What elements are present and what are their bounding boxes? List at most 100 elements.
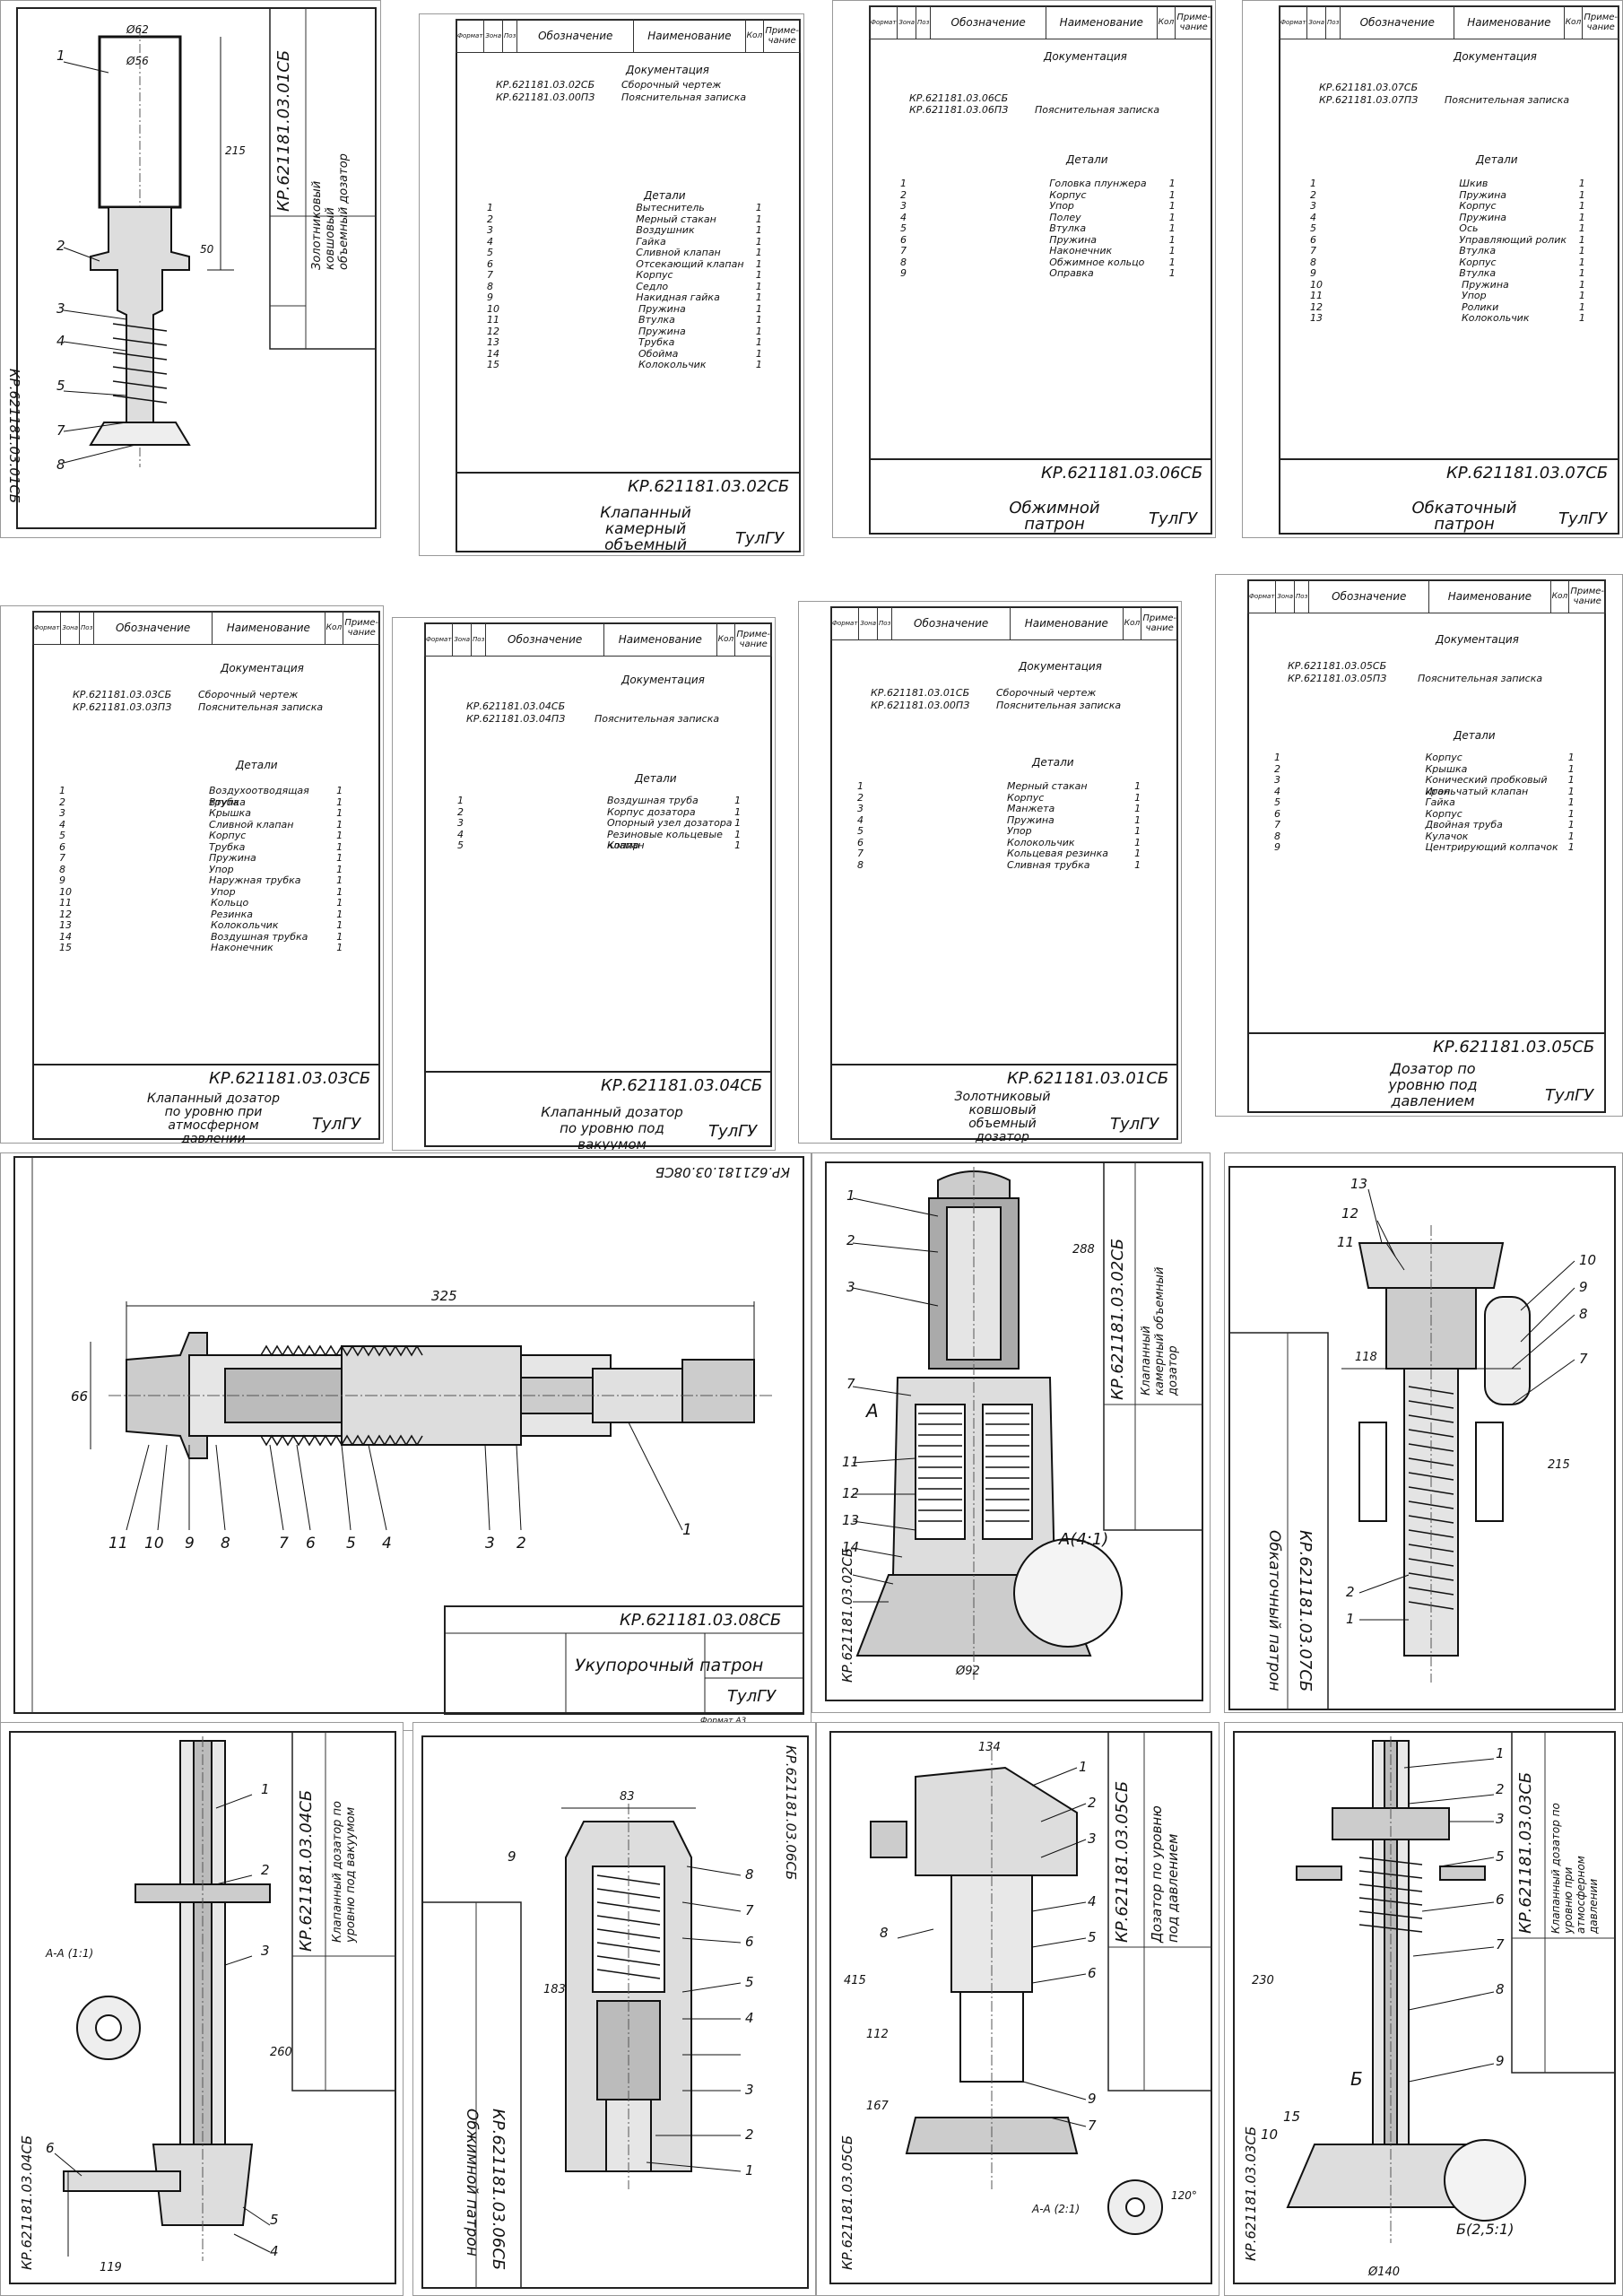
spec-part-pos: 8: [1310, 256, 1316, 268]
spec-part-pos: 1: [1310, 178, 1316, 189]
spec-part-name: Воздухоотводящая труба: [209, 785, 309, 808]
balloon-8: 8: [880, 1925, 889, 1941]
spec-03-doc-2-code: КР.621181.03.03ПЗ: [73, 701, 172, 713]
spec-part-name: Втулка: [1459, 245, 1497, 257]
balloon-3: 3: [261, 1943, 270, 1959]
spec-part-name: Колокольчик: [638, 359, 707, 370]
dim-50: 50: [200, 243, 214, 256]
spec-05-doc-1-code: КР.621181.03.05СБ: [1288, 660, 1387, 672]
balloon-12: 12: [1341, 1205, 1359, 1222]
spec-part-name: Седло: [636, 280, 669, 292]
spec-part-qty: 1: [336, 852, 343, 864]
spec-part-name: Мерный стакан: [1007, 780, 1088, 792]
spec-part-qty: 1: [1134, 825, 1141, 837]
balloon-11: 11: [1337, 1234, 1355, 1250]
balloon-9: 9: [508, 1848, 516, 1865]
spec-part-name: Пружина: [1049, 233, 1098, 246]
balloon-2: 2: [261, 1862, 270, 1878]
spec-part-qty: 1: [755, 291, 762, 303]
spec-part-name: Конический пробковый кран: [1425, 774, 1548, 797]
spec-07-details-header: Детали: [1476, 153, 1518, 166]
spec-01-doc-2-code: КР.621181.03.00ПЗ: [871, 700, 970, 711]
balloon-4: 4: [382, 1535, 392, 1552]
spec-part-qty: 1: [336, 840, 343, 853]
drawing-02-code: КР.621181.03.02СБ: [1108, 1238, 1127, 1400]
spec-part-pos: 2: [487, 213, 493, 225]
spec-06-doc-2-code: КР.621181.03.06ПЗ: [909, 104, 1009, 116]
spec-part-qty: 1: [1134, 791, 1141, 804]
spec-part-pos: 5: [857, 825, 864, 837]
spec-part-qty: 1: [1578, 200, 1585, 212]
spec-part-qty: 1: [1134, 780, 1141, 792]
spec-part-pos: 3: [1274, 774, 1280, 786]
balloon-9: 9: [1579, 1279, 1588, 1295]
spec-part-name: Наружная трубка: [209, 874, 301, 886]
spec-part-qty: 1: [1578, 290, 1585, 301]
spec-part-name: Воздушная трубка: [211, 930, 308, 943]
balloon-1: 1: [261, 1781, 270, 1797]
spec-part-qty: 1: [1578, 222, 1585, 234]
spec-part-qty: 1: [1567, 774, 1575, 786]
spec-part-pos: 8: [59, 863, 65, 875]
balloon-7: 7: [846, 1376, 855, 1392]
spec-part-pos: 12: [59, 908, 72, 920]
spec-01-title: Золотниковый ковшовый объемный дозатор: [954, 1090, 1051, 1144]
spec-part-qty: 1: [336, 785, 343, 796]
spec-part-pos: 13: [1310, 312, 1323, 324]
spec-part-name: Упор: [1049, 200, 1074, 212]
spec-part-pos: 1: [900, 178, 907, 189]
spec-part-pos: 14: [487, 347, 499, 360]
spec-part-pos: 11: [487, 314, 499, 326]
spec-part-name: Шкив: [1459, 178, 1488, 189]
balloon-4: 4: [270, 2243, 279, 2259]
balloon-7: 7: [56, 422, 65, 439]
spec-part-pos: 10: [487, 302, 499, 315]
spec-part-qty: 1: [336, 897, 343, 909]
spec-part-pos: 5: [900, 222, 907, 234]
spec-05-code: КР.621181.03.05СБ: [1433, 1038, 1595, 1057]
drawing-02-graphic: [825, 1161, 1203, 1701]
spec-part-name: Втулка: [1459, 267, 1497, 279]
spec-part-pos: 7: [1310, 245, 1316, 257]
spec-part-qty: 1: [734, 828, 742, 840]
spec-part-name: Головка плунжера: [1049, 178, 1147, 189]
spec-part-qty: 1: [755, 202, 762, 213]
drawing-04-title: Клапанный дозатор по уровню под вакуумом: [331, 1801, 358, 1943]
spec-part-qty: 1: [1168, 222, 1176, 234]
dim-83: 83: [620, 1790, 635, 1804]
spec-part-name: Упор: [1462, 290, 1487, 301]
drawing-04-code: КР.621181.03.04СБ: [297, 1789, 316, 1952]
spec-part-name: Опорный узел дозатора: [607, 817, 733, 829]
balloon-2: 2: [56, 238, 65, 254]
spec-part-qty: 1: [1134, 803, 1141, 814]
drawing-03-code: КР.621181.03.03СБ: [1516, 1771, 1535, 1934]
spec-07-code: КР.621181.03.07СБ: [1446, 464, 1609, 483]
spec-04-doc-2-name: Пояснительная записка: [595, 713, 720, 725]
spec-part-name: Отсекающий клапан: [636, 257, 744, 270]
balloon-5: 5: [56, 378, 65, 394]
drawing-04-graphic: [9, 1731, 396, 2284]
spec-part-qty: 1: [1168, 178, 1176, 189]
drawing-06-title: Обжимной патрон: [463, 2109, 481, 2257]
spec-part-pos: 9: [900, 267, 907, 279]
spec-part-pos: 7: [59, 852, 65, 864]
spec-03-title: Клапанный дозатор по уровню при атмосфер…: [147, 1091, 280, 1144]
spec-part-name: Упор: [209, 863, 234, 875]
spec-part-pos: 4: [900, 211, 907, 223]
spec-part-name: Пружина: [638, 302, 686, 315]
spec-part-pos: 3: [857, 803, 864, 814]
dim-260: 260: [270, 2046, 292, 2059]
spec-01-details-header: Детали: [1032, 756, 1074, 769]
